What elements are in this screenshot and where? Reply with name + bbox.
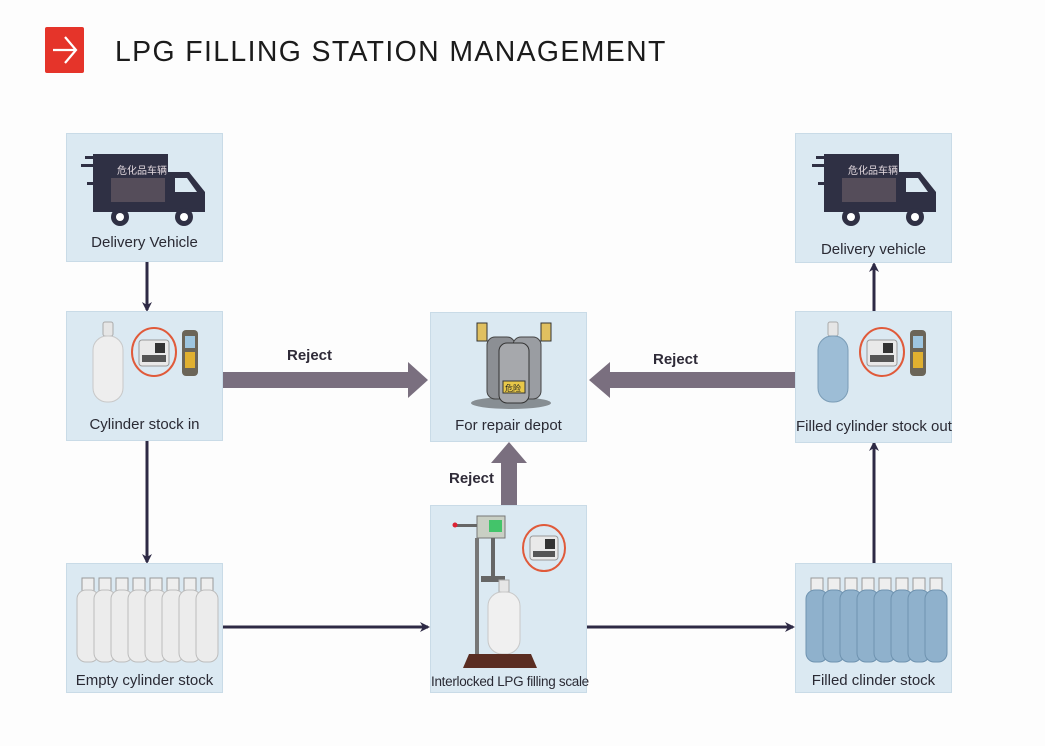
- page-title: LPG FILLING STATION MANAGEMENT: [115, 36, 667, 68]
- svg-text:危化品车辆: 危化品车辆: [848, 164, 898, 177]
- truck-icon: 危化品车辆: [81, 154, 205, 226]
- svg-text:危险: 危险: [505, 383, 521, 393]
- node-label: Delivery Vehicle: [91, 234, 198, 251]
- cylinder-scanner-icon: [817, 321, 926, 403]
- node-delivery-vehicle-in: 危化品车辆 Delivery Vehicle: [66, 133, 223, 262]
- node-cylinder-stock-in: Cylinder stock in: [66, 311, 223, 441]
- node-repair-depot: 危险 For repair depot: [430, 312, 587, 442]
- damaged-cylinders-icon: 危险: [471, 322, 552, 409]
- node-label: Empty cylinder stock: [75, 672, 214, 689]
- logo-badge: [45, 27, 84, 73]
- filled-cylinder-group-icon: [805, 577, 948, 663]
- reject-arrow-right: [589, 362, 795, 398]
- node-delivery-vehicle-out: 危化品车辆 Delivery vehicle: [795, 133, 952, 263]
- cylinder: [924, 577, 948, 663]
- reject-arrow-left: [222, 362, 428, 398]
- reject-label-right: Reject: [653, 351, 699, 368]
- node-label: Cylinder stock in: [89, 416, 200, 433]
- reject-arrow-bottom: [491, 442, 527, 505]
- node-label: Filled cylinder stock out: [796, 418, 952, 435]
- node-label: Filled clinder stock: [811, 672, 936, 689]
- filling-scale-icon: [452, 515, 566, 668]
- reject-label-bottom: Reject: [449, 470, 495, 487]
- svg-text:危化品车辆: 危化品车辆: [117, 164, 167, 177]
- truck-icon: 危化品车辆: [812, 154, 936, 226]
- node-label: For repair depot: [455, 417, 562, 434]
- node-label: Interlocked LPG filling scale: [431, 674, 589, 689]
- cylinder-scanner-icon: [92, 321, 198, 403]
- cylinder-group-icon: [76, 577, 219, 663]
- reject-label-left: Reject: [287, 347, 333, 364]
- arrow-right-icon: [53, 36, 78, 64]
- node-filled-cylinder-stock: Filled clinder stock: [795, 563, 952, 693]
- cylinder: [195, 577, 219, 663]
- node-filled-cylinder-stock-out: Filled cylinder stock out: [795, 311, 952, 443]
- node-label: Delivery vehicle: [820, 241, 927, 258]
- node-filling-scale: Interlocked LPG filling scale: [430, 505, 589, 693]
- node-empty-cylinder-stock: Empty cylinder stock: [66, 563, 223, 693]
